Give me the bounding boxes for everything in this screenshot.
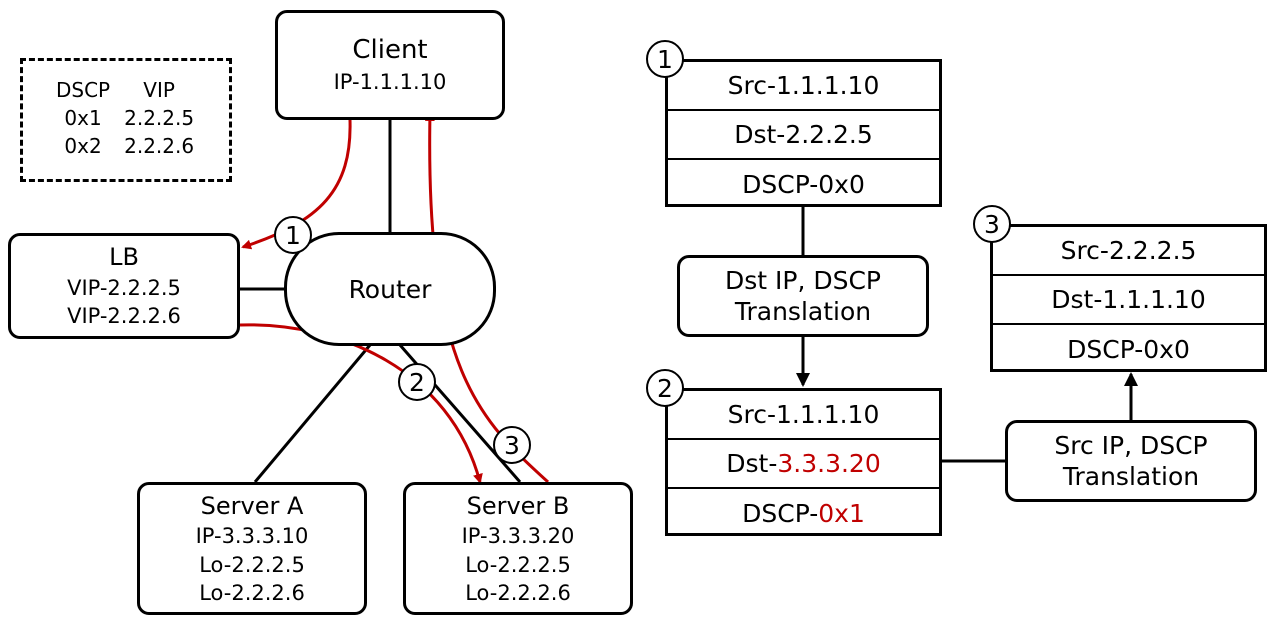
packet-3-src-value: 2.2.2.5 [1108, 236, 1197, 265]
packet-2-dst-label: Dst- [726, 449, 778, 478]
server-a-lo-2: Lo-2.2.2.6 [199, 580, 305, 605]
step-marker-2: 2 [398, 363, 436, 401]
client-ip: IP-1.1.1.10 [333, 70, 447, 95]
packet-1-dscp-value: 0x0 [818, 170, 865, 199]
packet-1-header: Src-1.1.1.10 Dst-2.2.2.5 DSCP-0x0 [665, 59, 942, 207]
src-translation-line-1: Src IP, DSCP [1054, 430, 1208, 460]
packet-3-src-label: Src- [1060, 236, 1109, 265]
legend-row: 0x2 2.2.2.6 [49, 132, 201, 160]
dst-translation-box: Dst IP, DSCP Translation [677, 255, 929, 337]
server-a-title: Server A [200, 491, 304, 520]
server-b-lo-1: Lo-2.2.2.5 [465, 552, 571, 577]
step-marker-3: 3 [493, 426, 531, 464]
server-a-ip: IP-3.3.3.10 [195, 524, 309, 549]
packet-2-dscp-label: DSCP- [742, 499, 819, 528]
packet-2-dst-value: 3.3.3.20 [777, 449, 881, 478]
packet-1-dst: Dst-2.2.2.5 [668, 111, 939, 160]
flow-client-to-lb [241, 119, 352, 250]
packet-3-header: Src-2.2.2.5 Dst-1.1.1.10 DSCP-0x0 [990, 224, 1267, 372]
packet-1-step-marker: 1 [646, 40, 684, 78]
lb-vip-2: VIP-2.2.2.6 [67, 304, 181, 329]
server-a-node: Server A IP-3.3.3.10 Lo-2.2.2.5 Lo-2.2.2… [137, 482, 367, 615]
link-router-server-a [253, 344, 372, 483]
packet-2-src: Src-1.1.1.10 [668, 391, 939, 440]
packet-3-dscp: DSCP-0x0 [993, 325, 1264, 374]
packet-3-step-marker: 3 [973, 205, 1011, 243]
dst-translation-line-2: Translation [734, 297, 872, 326]
legend-row: 0x1 2.2.2.5 [49, 104, 201, 132]
lb-node: LB VIP-2.2.2.5 VIP-2.2.2.6 [8, 233, 240, 339]
packet-3-src: Src-2.2.2.5 [993, 227, 1264, 276]
packet-1-dscp: DSCP-0x0 [668, 160, 939, 209]
legend-table: DSCP VIP 0x1 2.2.2.5 0x2 2.2.2.6 [49, 76, 201, 160]
packet-2-dst: Dst-3.3.3.20 [668, 440, 939, 489]
legend-header-vip: VIP [143, 78, 175, 102]
packet-2-step-marker: 2 [646, 369, 684, 407]
lb-vip-1: VIP-2.2.2.5 [67, 275, 181, 300]
step-marker-1: 1 [274, 216, 312, 254]
packet-1-src: Src-1.1.1.10 [668, 62, 939, 111]
packet-2-src-label: Src- [727, 400, 776, 429]
server-b-ip: IP-3.3.3.20 [461, 524, 575, 549]
packet-3-dst-value: 1.1.1.10 [1102, 285, 1206, 314]
router-title: Router [348, 274, 432, 304]
server-b-lo-2: Lo-2.2.2.6 [465, 580, 571, 605]
lb-title: LB [109, 243, 139, 272]
packet-2-dscp-value: 0x1 [818, 499, 865, 528]
packet-1-src-label: Src- [727, 71, 776, 100]
packet-1-dst-label: Dst- [734, 120, 786, 149]
packet-2-src-value: 1.1.1.10 [776, 400, 880, 429]
dscp-vip-legend: DSCP VIP 0x1 2.2.2.5 0x2 2.2.2.6 [20, 58, 232, 182]
src-translation-line-2: Translation [1062, 462, 1200, 491]
legend-vip-value: 2.2.2.6 [124, 134, 195, 158]
flow-lb-to-server-b [239, 323, 483, 484]
legend-vip-value: 2.2.2.5 [124, 106, 195, 130]
packet-3-dscp-label: DSCP- [1067, 335, 1144, 364]
packet-1-src-value: 1.1.1.10 [776, 71, 880, 100]
packet-2-header: Src-1.1.1.10 Dst-3.3.3.20 DSCP-0x1 [665, 388, 942, 536]
server-b-node: Server B IP-3.3.3.20 Lo-2.2.2.5 Lo-2.2.2… [403, 482, 633, 615]
packet-1-dscp-label: DSCP- [742, 170, 819, 199]
src-translation-box: Src IP, DSCP Translation [1005, 420, 1257, 502]
packet-3-dscp-value: 0x0 [1143, 335, 1190, 364]
legend-dscp-value: 0x1 [64, 106, 102, 130]
packet-3-dst-label: Dst- [1051, 285, 1103, 314]
legend-header-row: DSCP VIP [49, 76, 201, 104]
packet-1-dst-value: 2.2.2.5 [785, 120, 873, 149]
server-b-title: Server B [466, 491, 570, 520]
legend-header-dscp: DSCP [56, 78, 111, 102]
packet-3-dst: Dst-1.1.1.10 [993, 276, 1264, 325]
server-a-lo-1: Lo-2.2.2.5 [199, 552, 305, 577]
client-node: Client IP-1.1.1.10 [275, 10, 505, 120]
dst-translation-line-1: Dst IP, DSCP [724, 265, 882, 295]
legend-dscp-value: 0x2 [64, 134, 102, 158]
client-title: Client [352, 35, 428, 66]
router-node: Router [284, 232, 496, 346]
packet-2-dscp: DSCP-0x1 [668, 489, 939, 538]
